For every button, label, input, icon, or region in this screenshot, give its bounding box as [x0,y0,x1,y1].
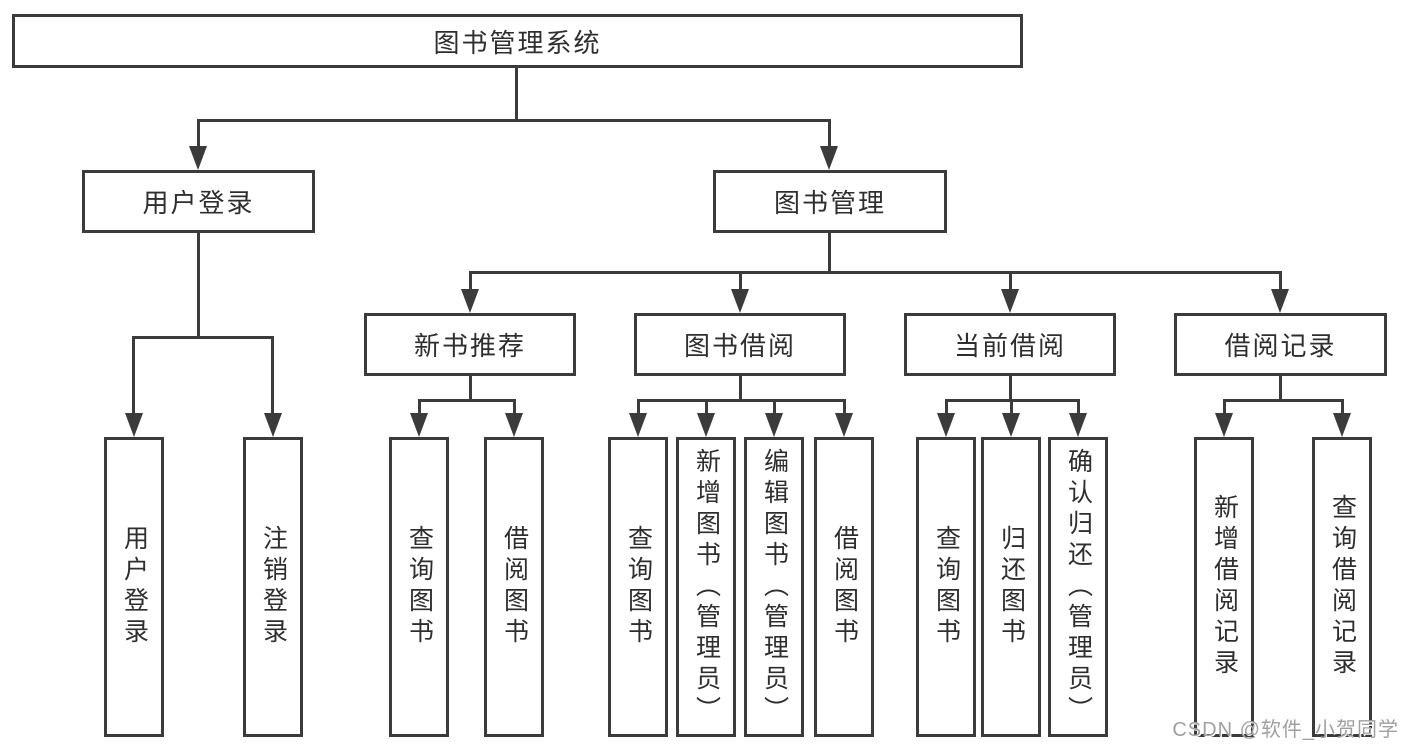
node-label: 编辑图书（管理员） [760,447,789,727]
node-label: 用户登录 [120,525,149,649]
arrow-down-icon [189,146,207,170]
connector-line [705,399,708,415]
node-library-management-system: 图书管理系统 [12,14,1023,68]
connector-line [1341,399,1344,415]
connector-line [828,119,831,148]
arrow-down-icon [125,413,143,437]
connector-line [1077,399,1080,415]
connector-line [419,399,514,402]
connector-line [469,271,472,291]
arrow-down-icon [461,289,479,313]
node-label: 新增借阅记录 [1210,494,1239,680]
connector-line [132,336,135,414]
leaf-query-books: 查询图书 [389,437,449,737]
connector-line [515,68,518,119]
connector-line [1010,399,1013,415]
connector-line [843,399,846,415]
node-label: 查询图书 [405,525,434,649]
leaf-user-login: 用户登录 [104,437,164,737]
arrow-down-icon [1271,289,1289,313]
connector-line [1279,271,1282,291]
node-label: 确认归还（管理员） [1064,447,1093,727]
leaf-confirm-return-admin: 确认归还（管理员） [1048,437,1108,737]
connector-line [739,271,742,291]
arrow-down-icon [410,413,428,437]
connector-line [470,271,1280,274]
node-label: 图书管理系统 [433,27,602,58]
arrow-down-icon [264,413,282,437]
node-label: 图书借阅 [683,331,796,361]
arrow-down-icon [505,413,523,437]
arrow-down-icon [765,413,783,437]
node-label: 新书推荐 [413,331,526,361]
leaf-query-borrow-record: 查询借阅记录 [1312,437,1372,737]
connector-line [1009,271,1012,291]
node-label: 注销登录 [259,525,288,649]
node-label: 用户登录 [142,188,255,218]
connector-line [773,399,776,415]
connector-line [739,376,742,400]
node-borrowing-records: 借阅记录 [1174,313,1387,376]
connector-line [945,399,948,415]
leaf-add-borrow-record: 新增借阅记录 [1194,437,1254,737]
leaf-query-books: 查询图书 [608,437,668,737]
node-label: 查询图书 [932,525,961,649]
arrow-down-icon [1069,413,1087,437]
connector-line [271,336,274,414]
arrow-down-icon [820,146,838,170]
node-new-book-recommendation: 新书推荐 [364,313,576,376]
arrow-down-icon [731,289,749,313]
node-label: 新增图书（管理员） [692,447,721,727]
node-label: 借阅图书 [500,525,529,649]
node-user-login: 用户登录 [82,170,315,233]
connector-line [1223,399,1226,415]
leaf-edit-books-admin: 编辑图书（管理员） [744,437,804,737]
node-label: 归还图书 [997,525,1026,649]
node-label: 查询图书 [624,525,653,649]
arrow-down-icon [629,413,647,437]
node-label: 查询借阅记录 [1328,494,1357,680]
node-label: 借阅记录 [1224,331,1337,361]
connector-line [638,399,844,402]
arrow-down-icon [1333,413,1351,437]
node-current-borrowing: 当前借阅 [904,313,1116,376]
arrow-down-icon [937,413,955,437]
connector-line [197,119,200,148]
connector-line [197,233,200,336]
arrow-down-icon [835,413,853,437]
arrow-down-icon [1215,413,1233,437]
leaf-logout: 注销登录 [243,437,303,737]
connector-line [1279,376,1282,400]
node-label: 图书管理 [773,188,886,218]
arrow-down-icon [1001,289,1019,313]
connector-line [418,399,421,415]
connector-line [1224,399,1342,402]
node-label: 借阅图书 [830,525,859,649]
connector-line [637,399,640,415]
connector-line [513,399,516,415]
connector-line [828,233,831,273]
leaf-return-books: 归还图书 [981,437,1041,737]
connector-line [134,336,274,339]
node-book-borrowing: 图书借阅 [634,313,846,376]
connector-line [197,119,831,122]
leaf-add-books-admin: 新增图书（管理员） [676,437,736,737]
leaf-borrow-books: 借阅图书 [814,437,874,737]
node-book-management: 图书管理 [713,170,947,233]
leaf-query-books: 查询图书 [916,437,976,737]
arrow-down-icon [1002,413,1020,437]
connector-line [469,376,472,400]
arrow-down-icon [697,413,715,437]
leaf-borrow-books: 借阅图书 [484,437,544,737]
csdn-watermark: CSDN @软件_小贺同学 [1172,719,1399,741]
connector-line [1009,376,1012,400]
node-label: 当前借阅 [953,331,1066,361]
